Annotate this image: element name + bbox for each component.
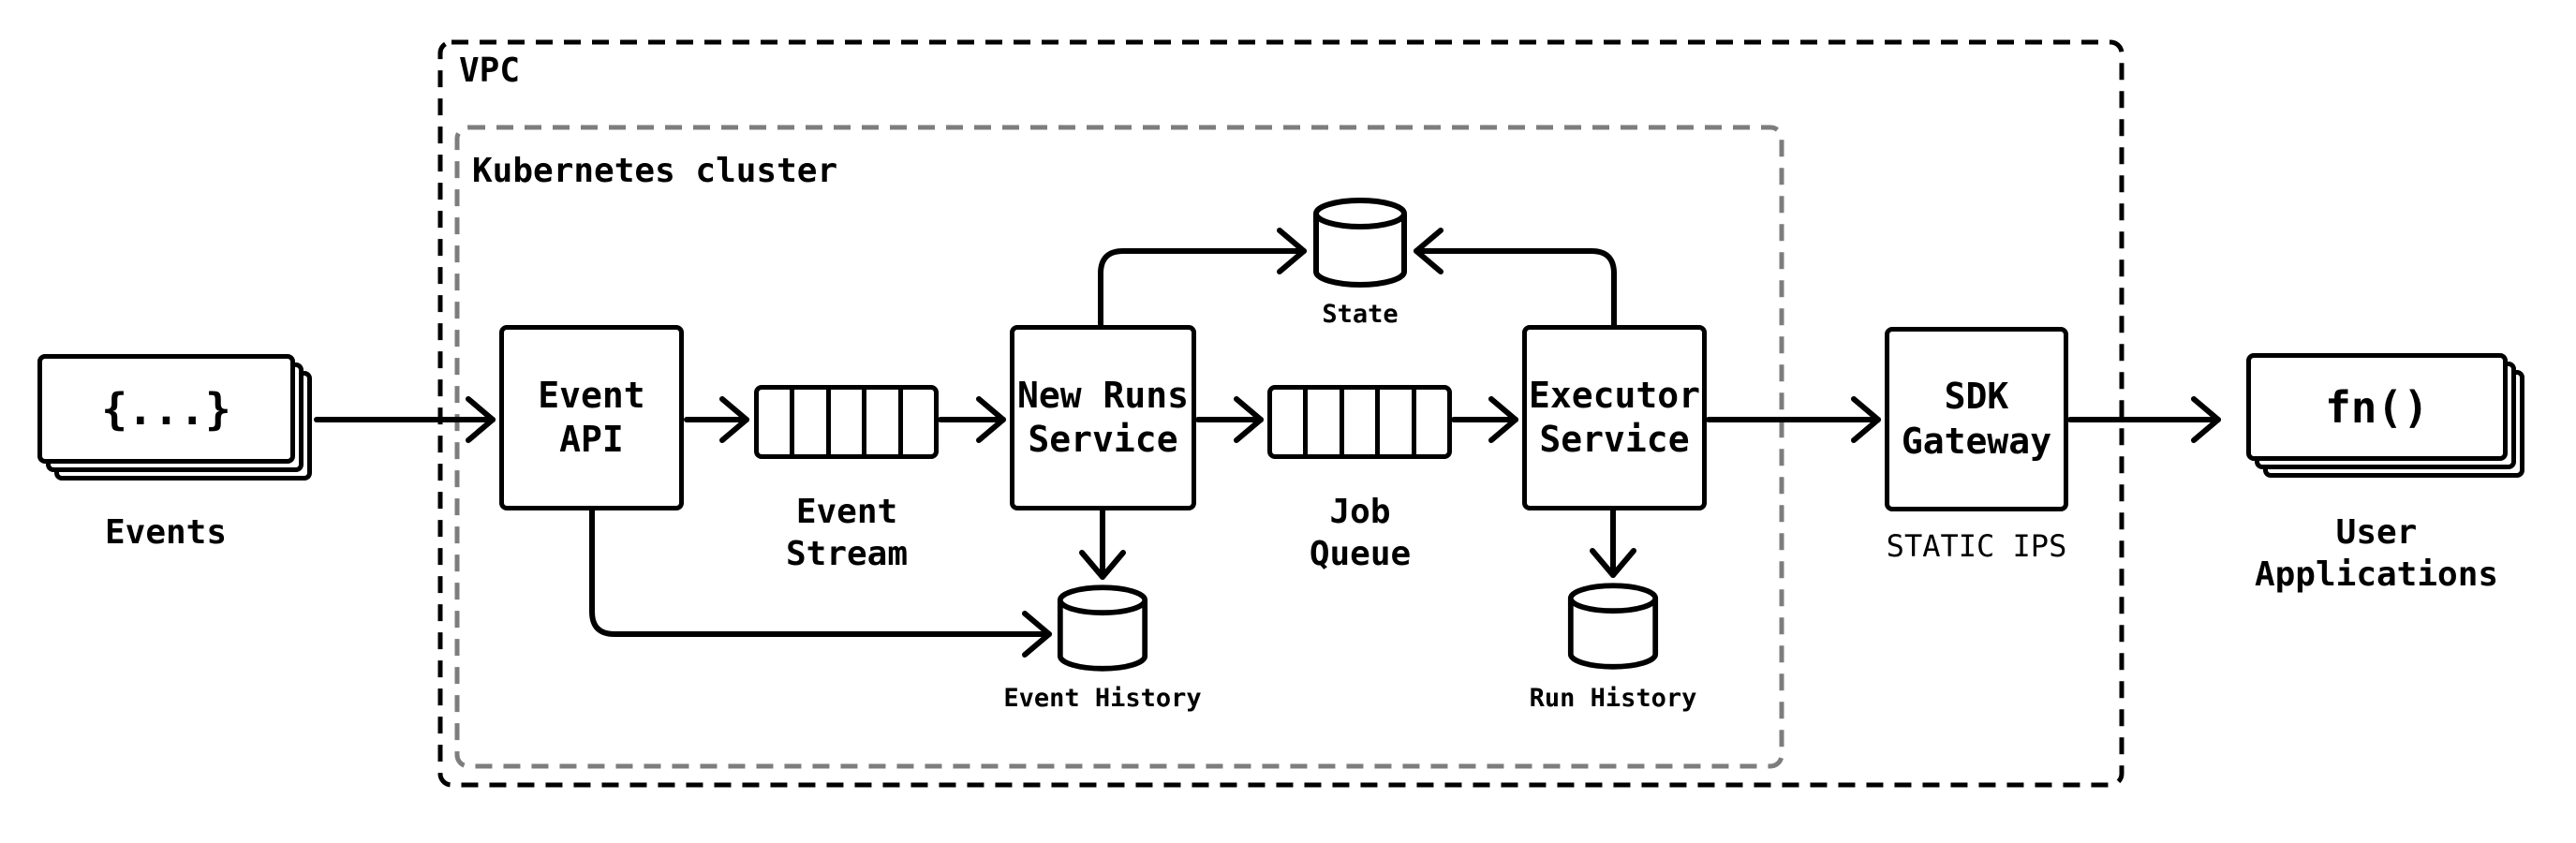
- queue-cell: [831, 390, 867, 454]
- sdk-gateway-static-ips-label: STATIC IPS: [1886, 528, 2067, 564]
- queue-cell: [866, 390, 903, 454]
- events-icon-text: {...}: [101, 383, 231, 435]
- sdk-gateway-node: SDK Gateway: [1885, 327, 2068, 511]
- events-node: {...}: [37, 354, 312, 481]
- event-stream-label: Event Stream: [785, 493, 909, 573]
- queue-cell: [794, 390, 831, 454]
- sdk-gateway-label: SDK Gateway: [1901, 376, 2052, 462]
- job-queue-label: Job Queue: [1309, 493, 1412, 573]
- queue-cell: [1344, 390, 1381, 454]
- new-runs-service-node: New Runs Service: [1010, 325, 1196, 510]
- event-api-label: Event API: [538, 374, 645, 461]
- queue-cell: [759, 390, 795, 454]
- job-queue-icon: [1267, 385, 1452, 459]
- edge-event-api-to-event-history: [589, 508, 1052, 658]
- new-runs-service-label: New Runs Service: [1016, 374, 1190, 461]
- event-api-node: Event API: [499, 325, 684, 510]
- executor-service-node: Executor Service: [1522, 325, 1707, 510]
- event-history-label: Event History: [1003, 684, 1202, 713]
- state-database-icon: [1313, 198, 1407, 288]
- user-applications-icon-text: fn(): [2325, 381, 2429, 433]
- run-history-database-icon: [1567, 583, 1659, 670]
- run-history-label: Run History: [1529, 684, 1697, 713]
- queue-cell: [1272, 390, 1309, 454]
- user-applications-node: fn(): [2246, 353, 2524, 478]
- edge-new-runs-service-to-state: [1098, 228, 1307, 328]
- vpc-boundary: [437, 39, 2124, 788]
- kubernetes-cluster-label: Kubernetes cluster: [472, 152, 838, 190]
- queue-cell: [1380, 390, 1416, 454]
- events-label: Events: [104, 513, 228, 552]
- queue-cell: [903, 390, 934, 454]
- user-applications-label: User Applications: [2254, 513, 2499, 594]
- queue-cell: [1308, 390, 1344, 454]
- queue-cell: [1416, 390, 1447, 454]
- executor-service-label: Executor Service: [1528, 374, 1701, 461]
- event-history-database-icon: [1057, 584, 1148, 672]
- user-applications-card-icon: fn(): [2246, 353, 2508, 461]
- state-label: State: [1322, 300, 1399, 329]
- vpc-label: VPC: [459, 52, 521, 90]
- kubernetes-cluster-boundary: [454, 125, 1784, 769]
- edge-executor-service-to-state: [1414, 228, 1617, 328]
- events-card-icon: {...}: [37, 354, 295, 464]
- event-stream-queue-icon: [754, 385, 939, 459]
